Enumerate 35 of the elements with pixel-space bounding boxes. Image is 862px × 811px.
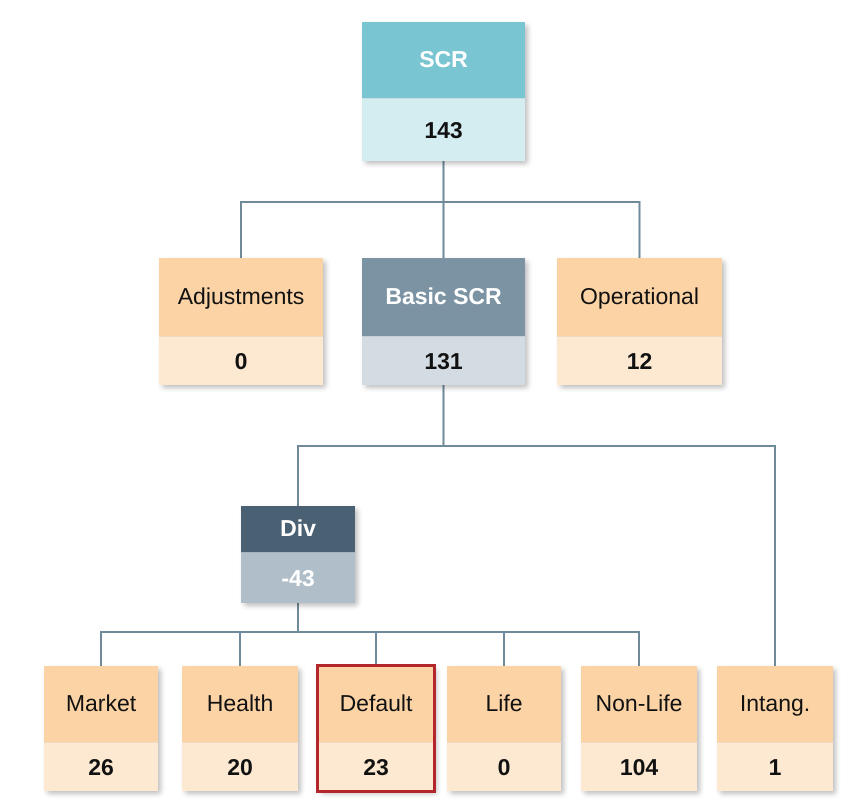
node-card (318, 666, 434, 791)
node-heading: Operational (557, 258, 722, 336)
node-card (581, 666, 697, 791)
node-value: 0 (159, 336, 323, 385)
node-value: -43 (241, 552, 355, 603)
node-value: 20 (182, 742, 298, 791)
node-value: 0 (447, 742, 561, 791)
node-heading: SCR (362, 22, 525, 98)
node-value: 23 (318, 742, 434, 791)
node-heading: Default (318, 666, 434, 742)
node-heading: Intang. (717, 666, 833, 742)
node-heading: Non-Life (581, 666, 697, 742)
node-heading: Life (447, 666, 561, 742)
node-card (44, 666, 158, 791)
node-heading: Div (241, 506, 355, 552)
node-value: 1 (717, 742, 833, 791)
node-card (362, 22, 525, 161)
node-card (447, 666, 561, 791)
node-heading: Basic SCR (362, 258, 525, 336)
node-card (182, 666, 298, 791)
node-value: 104 (581, 742, 697, 791)
node-value: 131 (362, 336, 525, 385)
node-value: 12 (557, 336, 722, 385)
node-heading: Adjustments (159, 258, 323, 336)
connector-line (442, 160, 640, 258)
node-value: 26 (44, 742, 158, 791)
node-card (717, 666, 833, 791)
node-card (557, 258, 722, 385)
node-card (159, 258, 323, 385)
node-card (241, 506, 355, 603)
connector-line (297, 602, 640, 666)
node-value: 143 (362, 98, 525, 161)
node-card (362, 258, 525, 385)
node-heading: Health (182, 666, 298, 742)
node-heading: Market (44, 666, 158, 742)
